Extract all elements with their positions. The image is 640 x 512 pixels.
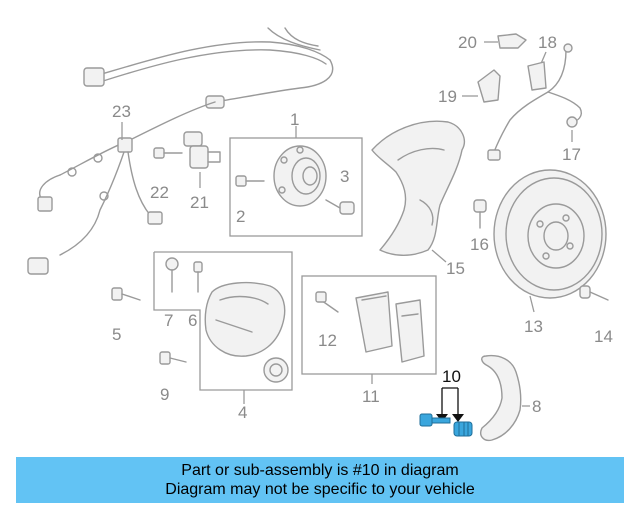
label-19: 19	[438, 87, 457, 106]
splash-shield	[371, 120, 466, 256]
wheel-hub	[273, 145, 327, 207]
wiring-harness	[27, 27, 334, 275]
bolt-16	[473, 199, 487, 229]
label-23: 23	[112, 102, 131, 121]
bolt-3	[325, 199, 355, 215]
brake-pads	[355, 291, 425, 363]
label-21: 21	[190, 193, 209, 212]
label-18: 18	[538, 33, 557, 52]
clip-20	[497, 33, 527, 49]
label-13: 13	[524, 317, 543, 336]
screw-14	[579, 285, 609, 301]
bolt-2	[235, 175, 265, 187]
sensor-21	[183, 131, 221, 169]
box-1	[229, 137, 363, 237]
box-11	[301, 275, 437, 375]
clip-18	[527, 61, 547, 91]
label-22: 22	[150, 183, 169, 202]
label-1: 1	[290, 110, 299, 129]
bleeder-6	[193, 261, 203, 293]
guide-pin-boot	[453, 421, 473, 437]
label-20: 20	[458, 33, 477, 52]
speed-sensor-17	[487, 43, 582, 161]
label-15: 15	[446, 259, 465, 278]
cap-7	[165, 257, 179, 293]
brake-rotor	[493, 169, 607, 299]
label-17: 17	[562, 145, 581, 164]
label-14: 14	[594, 327, 613, 346]
label-7: 7	[164, 311, 173, 330]
caliper-bracket-8	[480, 354, 522, 442]
label-2: 2	[236, 207, 245, 226]
label-6: 6	[188, 311, 197, 330]
label-11: 11	[362, 387, 380, 406]
label-3: 3	[340, 167, 349, 186]
arrow-10b	[452, 414, 464, 422]
bolt-9	[159, 351, 187, 365]
guide-pin-bolt	[419, 413, 451, 427]
caption-line-2: Diagram may not be specific to your vehi…	[165, 481, 475, 498]
parts-diagram: 23 22 21 1 2 3 15 20 1	[27, 27, 613, 442]
label-16: 16	[470, 235, 489, 254]
caliper	[204, 281, 289, 383]
label-9: 9	[160, 385, 169, 404]
label-5: 5	[112, 325, 121, 344]
label-4: 4	[238, 403, 247, 422]
wear-sensor-12	[315, 291, 339, 313]
bolt-5	[111, 287, 141, 301]
label-10: 10	[442, 367, 461, 386]
caption-bar: Part or sub-assembly is #10 in diagram D…	[16, 457, 624, 503]
box-4	[153, 251, 293, 391]
bracket-19	[477, 69, 501, 103]
caption-line-1: Part or sub-assembly is #10 in diagram	[181, 462, 459, 479]
label-12: 12	[318, 331, 337, 350]
label-8: 8	[532, 397, 541, 416]
bolt-22	[153, 147, 183, 159]
